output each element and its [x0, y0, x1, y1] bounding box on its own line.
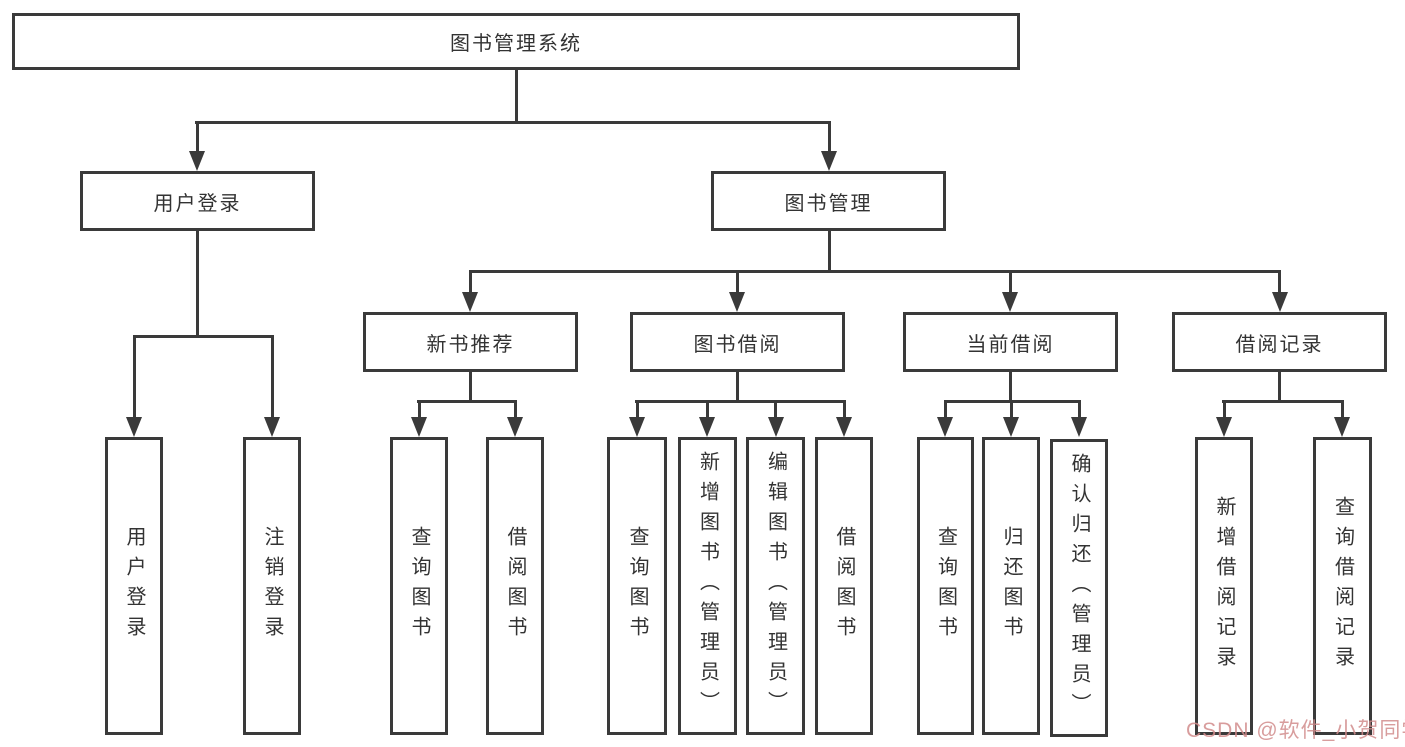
- arrow-down-icon: [821, 151, 837, 171]
- leaf-add-borrow-record: 新增借阅记录: [1195, 437, 1253, 735]
- leaf-add-book-admin: 新增图书（管理员）: [678, 437, 737, 735]
- node-book-borrow: 图书借阅: [630, 312, 845, 372]
- watermark: CSDN @软件_小贺同学: [1186, 719, 1405, 742]
- leaf-confirm-return-admin: 确认归还（管理员）: [1050, 439, 1108, 737]
- connector-vline: [1078, 400, 1081, 424]
- connector-vline: [636, 400, 639, 424]
- connector-hline: [133, 335, 274, 338]
- node-book-management: 图书管理: [711, 171, 946, 231]
- leaf-logout: 注销登录: [243, 437, 301, 735]
- arrow-down-icon: [1002, 292, 1018, 312]
- connector-vline: [828, 121, 831, 157]
- arrow-down-icon: [629, 417, 645, 437]
- connector-vline: [1009, 372, 1012, 400]
- connector-vline: [515, 70, 518, 121]
- arrow-down-icon: [729, 292, 745, 312]
- connector-hline: [417, 400, 517, 403]
- leaf-borrow-books-borrow: 借阅图书: [815, 437, 873, 735]
- arrow-down-icon: [836, 417, 852, 437]
- connector-vline: [271, 335, 274, 420]
- node-new-book-recommend: 新书推荐: [363, 312, 578, 372]
- arrow-down-icon: [462, 292, 478, 312]
- connector-vline: [1009, 270, 1012, 296]
- leaf-borrow-books-newbook: 借阅图书: [486, 437, 544, 735]
- leaf-query-books-newbook: 查询图书: [390, 437, 448, 735]
- connector-vline: [469, 372, 472, 400]
- arrow-down-icon: [699, 417, 715, 437]
- arrow-down-icon: [1334, 417, 1350, 437]
- connector-vline: [944, 400, 947, 424]
- connector-hline: [1222, 400, 1344, 403]
- arrow-down-icon: [507, 417, 523, 437]
- arrow-down-icon: [264, 417, 280, 437]
- connector-hline: [469, 270, 1281, 273]
- node-user-login: 用户登录: [80, 171, 315, 231]
- connector-vline: [1278, 372, 1281, 400]
- arrow-down-icon: [411, 417, 427, 437]
- connector-vline: [418, 400, 421, 424]
- arrow-down-icon: [1003, 417, 1019, 437]
- arrow-down-icon: [1071, 417, 1087, 437]
- connector-vline: [196, 231, 199, 335]
- connector-vline: [1223, 400, 1226, 424]
- connector-hline: [195, 121, 831, 124]
- arrow-down-icon: [189, 151, 205, 171]
- leaf-query-borrow-record: 查询借阅记录: [1313, 437, 1372, 735]
- connector-vline: [196, 121, 199, 157]
- connector-vline: [736, 372, 739, 400]
- connector-vline: [1278, 270, 1281, 296]
- arrow-down-icon: [937, 417, 953, 437]
- connector-vline: [706, 400, 709, 424]
- leaf-query-books-borrow: 查询图书: [607, 437, 667, 735]
- arrow-down-icon: [1216, 417, 1232, 437]
- leaf-return-books: 归还图书: [982, 437, 1040, 735]
- connector-vline: [774, 400, 777, 424]
- connector-vline: [514, 400, 517, 424]
- node-borrow-records: 借阅记录: [1172, 312, 1387, 372]
- arrow-down-icon: [1272, 292, 1288, 312]
- connector-vline: [1010, 400, 1013, 424]
- arrow-down-icon: [126, 417, 142, 437]
- node-library-system: 图书管理系统: [12, 13, 1020, 70]
- arrow-down-icon: [768, 417, 784, 437]
- connector-vline: [1341, 400, 1344, 424]
- connector-hline: [635, 400, 846, 403]
- leaf-user-login: 用户登录: [105, 437, 163, 735]
- node-current-borrow: 当前借阅: [903, 312, 1118, 372]
- connector-vline: [133, 335, 136, 420]
- leaf-query-books-current: 查询图书: [917, 437, 974, 735]
- connector-vline: [843, 400, 846, 424]
- connector-vline: [828, 231, 831, 270]
- connector-vline: [736, 270, 739, 296]
- connector-vline: [469, 270, 472, 296]
- leaf-edit-book-admin: 编辑图书（管理员）: [746, 437, 805, 735]
